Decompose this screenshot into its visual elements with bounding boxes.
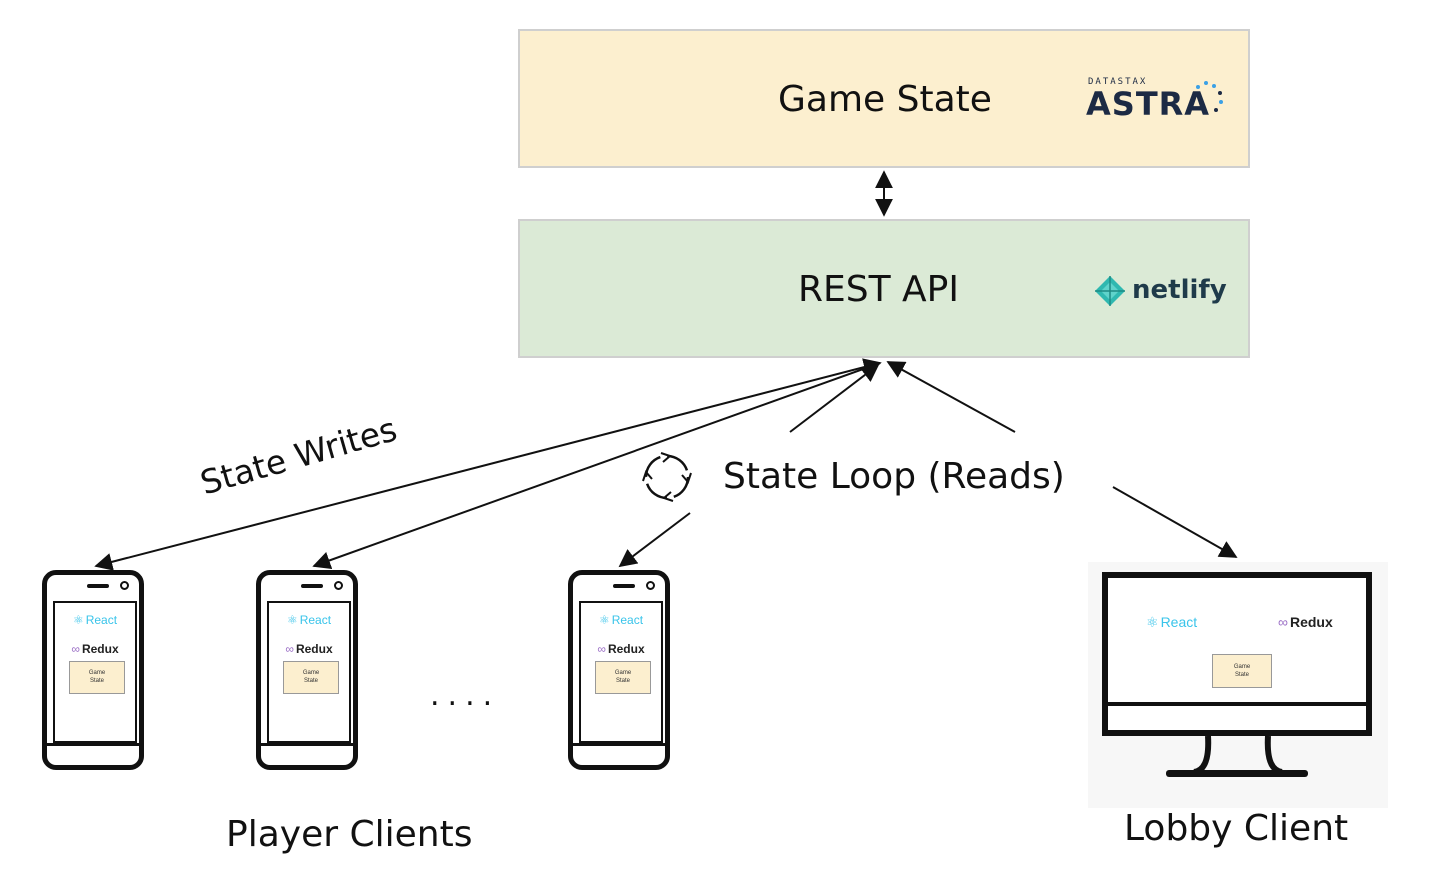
redux-label: Redux (295, 642, 333, 656)
game-state-title: Game State (778, 79, 992, 120)
redux-label: Redux (81, 642, 119, 656)
redux-icon: ∞ (1278, 614, 1288, 630)
state-loop-label: State Loop (Reads) (723, 456, 1065, 497)
phone-speaker (613, 584, 635, 588)
phone-camera (334, 581, 343, 590)
ellipsis-label: .... (430, 678, 501, 713)
react-badge: ⚛React (1146, 614, 1197, 631)
lobby-client-label: Lobby Client (1124, 808, 1349, 849)
react-icon: ⚛ (72, 613, 84, 627)
react-icon: ⚛ (1146, 614, 1159, 630)
redux-icon: ∞ (285, 642, 294, 656)
loop-arrow-up (789, 363, 880, 433)
redux-label: Redux (1289, 614, 1333, 630)
astra-logo-top: DATASTAX (1088, 77, 1148, 87)
phone-camera (120, 581, 129, 590)
redux-badge: ∞Redux (581, 642, 661, 656)
monitor-chin (1108, 702, 1366, 706)
loop-arrow-lobby (1112, 486, 1238, 558)
star-cluster-icon (1192, 81, 1223, 112)
redux-icon: ∞ (597, 642, 606, 656)
phone-bottom-bar (256, 743, 358, 746)
phone-camera (646, 581, 655, 590)
react-label: React (611, 613, 644, 627)
player-clients-label: Player Clients (226, 814, 473, 855)
react-label: React (299, 613, 332, 627)
react-badge: ⚛React (55, 613, 135, 627)
redux-label: Redux (607, 642, 645, 656)
phone-speaker (301, 584, 323, 588)
phone-speaker (87, 584, 109, 588)
redux-icon: ∞ (71, 642, 80, 656)
react-badge: ⚛React (269, 613, 349, 627)
state-writes-label: State Writes (196, 409, 402, 503)
game-state-box: Game State DATASTAX ASTRA (518, 29, 1250, 168)
react-badge: ⚛React (581, 613, 661, 627)
loop-arrow-player3 (618, 512, 691, 568)
rest-api-box: REST API netlify (518, 219, 1250, 358)
react-label: React (85, 613, 118, 627)
phone-bottom-bar (568, 743, 670, 746)
redux-badge: ∞Redux (269, 642, 349, 656)
redux-badge: ∞Redux (1278, 614, 1333, 630)
loop-arrow-lobby-up (886, 361, 1016, 433)
monitor-stand (1166, 735, 1308, 777)
redux-badge: ∞Redux (55, 642, 135, 656)
react-icon: ⚛ (286, 613, 298, 627)
netlify-logo-text: netlify (1132, 275, 1227, 305)
react-icon: ⚛ (598, 613, 610, 627)
phone-bottom-bar (42, 743, 144, 746)
astra-logo-main: ASTRA (1086, 85, 1211, 123)
netlify-diamond-icon (1095, 276, 1125, 306)
astra-logo: DATASTAX ASTRA (1086, 77, 1226, 127)
refresh-cycle-icon (642, 452, 692, 502)
react-label: React (1160, 614, 1198, 630)
rest-api-title: REST API (798, 269, 959, 310)
